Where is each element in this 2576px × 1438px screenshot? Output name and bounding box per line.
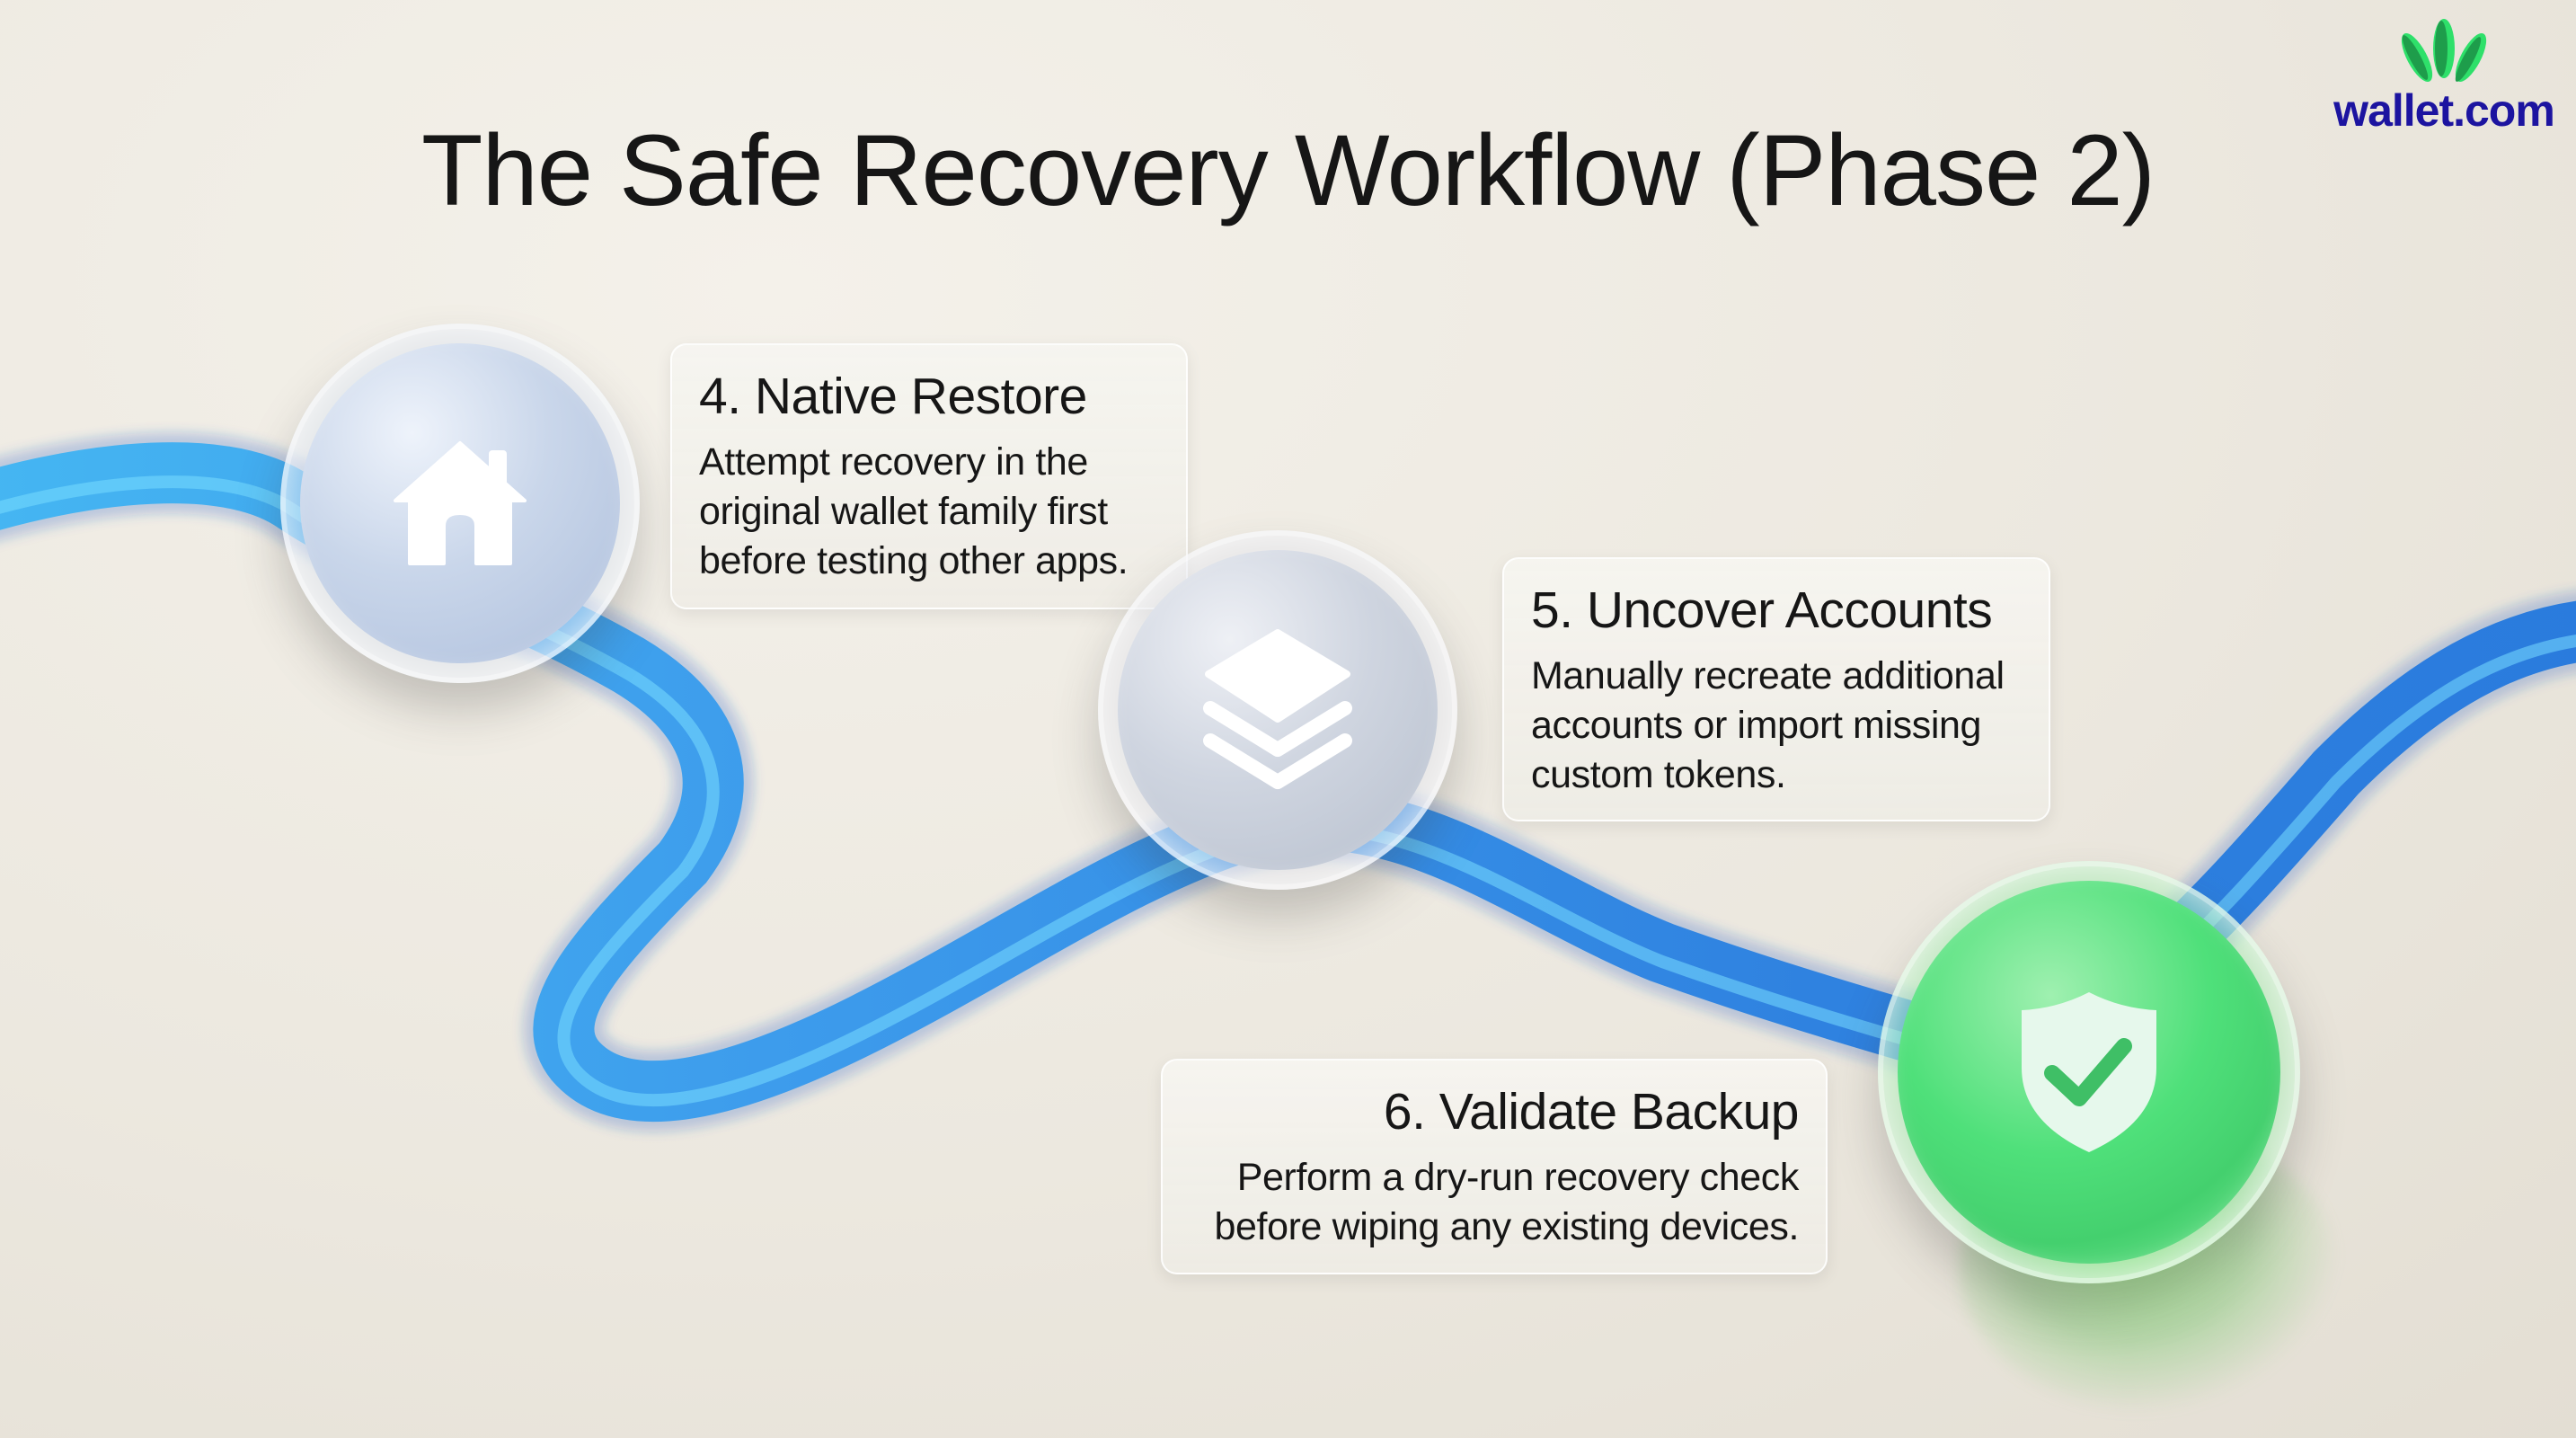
step-6-description: Perform a dry-run recovery check before … bbox=[1214, 1155, 1800, 1248]
step-5-orb bbox=[1098, 530, 1457, 890]
layers-icon bbox=[1203, 629, 1352, 789]
step-5-description: Manually recreate additional accounts or… bbox=[1531, 653, 2005, 796]
brand-logo: wallet.com bbox=[2323, 16, 2565, 137]
step-5-card: 5. Uncover Accounts Manually recreate ad… bbox=[1502, 557, 2050, 821]
home-icon bbox=[394, 441, 527, 565]
step-6-title: 6. Validate Backup bbox=[1383, 1083, 1800, 1141]
step-4-card: 4. Native Restore Attempt recovery in th… bbox=[670, 343, 1188, 609]
step-5-title: 5. Uncover Accounts bbox=[1531, 581, 1993, 639]
step-4-title: 4. Native Restore bbox=[699, 368, 1087, 425]
shield-check-icon bbox=[2022, 992, 2156, 1152]
wallet-logo-mark-icon bbox=[2401, 19, 2487, 82]
page-title: The Safe Recovery Workflow (Phase 2) bbox=[421, 114, 2156, 226]
step-6-orb bbox=[1878, 861, 2300, 1283]
step-4-description: Attempt recovery in the original wallet … bbox=[699, 439, 1129, 582]
brand-name: wallet.com bbox=[2333, 85, 2555, 136]
step-4-orb bbox=[280, 324, 640, 683]
step-6-card: 6. Validate Backup Perform a dry-run rec… bbox=[1161, 1059, 1828, 1274]
